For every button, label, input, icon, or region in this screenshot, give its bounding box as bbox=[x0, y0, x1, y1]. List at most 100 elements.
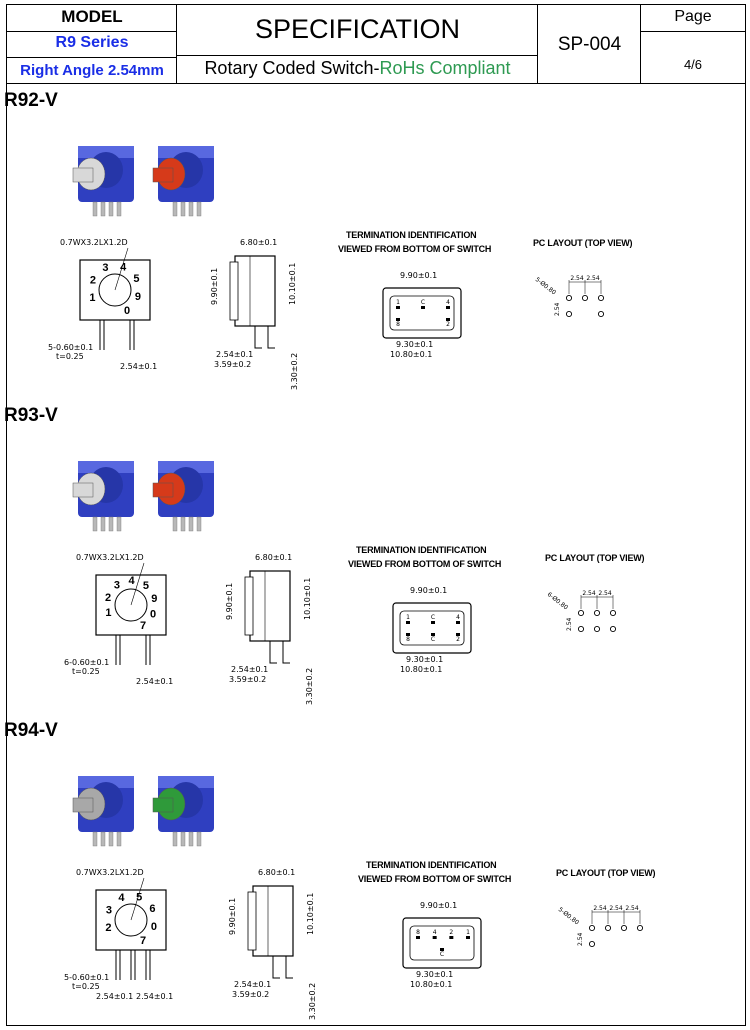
terminal-pin bbox=[196, 516, 202, 532]
pin-label: 1 bbox=[466, 929, 470, 936]
termination-width-mid: 9.30±0.1 bbox=[406, 655, 444, 664]
pc-hole bbox=[565, 310, 573, 318]
pc-hole bbox=[597, 294, 605, 302]
pin-spec: 6-0.60±0.1 bbox=[64, 658, 110, 667]
pc-hole bbox=[593, 609, 601, 617]
knob-shaft bbox=[152, 482, 174, 498]
page-number: 4/6 bbox=[683, 57, 703, 72]
pin-spec: 5-0.60±0.1 bbox=[48, 343, 94, 352]
pc-hole bbox=[588, 924, 596, 932]
pc-hole bbox=[620, 924, 628, 932]
terminal-pin bbox=[100, 516, 106, 532]
dial-digit: 5 bbox=[133, 273, 139, 285]
terminal-pin bbox=[180, 516, 186, 532]
pc-hole-spec: 5-Ø0.80 bbox=[557, 906, 580, 926]
pin-thickness: t=0.25 bbox=[72, 667, 100, 676]
terminal-pin bbox=[180, 831, 186, 847]
pin-label: 4 bbox=[446, 299, 450, 306]
side-lead bbox=[254, 326, 275, 349]
switch-photo bbox=[72, 776, 214, 847]
termination-title: TERMINATION IDENTIFICATION bbox=[366, 860, 497, 870]
side-height-1: 9.90±0.1 bbox=[228, 897, 237, 935]
pc-pitch-label: 2.54 bbox=[598, 590, 612, 597]
side-pitch-2: 3.59±0.2 bbox=[232, 990, 270, 999]
terminal-pin bbox=[188, 831, 194, 847]
title-cell: SPECIFICATION Rotary Coded Switch-RoHs C… bbox=[177, 5, 538, 83]
dial-digit: 7 bbox=[140, 935, 146, 947]
pitch-a: 2.54±0.1 bbox=[120, 362, 158, 371]
knob-shaft bbox=[72, 797, 94, 813]
pin-label: 1 bbox=[406, 614, 410, 621]
side-height-2: 10.10±0.1 bbox=[288, 262, 297, 305]
pc-hole bbox=[604, 924, 612, 932]
knob-shaft bbox=[72, 482, 94, 498]
termination-title: TERMINATION IDENTIFICATION bbox=[346, 230, 477, 240]
dial-digit: 4 bbox=[120, 261, 127, 273]
model-title: R92-V bbox=[4, 90, 58, 111]
side-lead-length: 3.30±0.2 bbox=[290, 352, 299, 390]
pin-thickness: t=0.25 bbox=[56, 352, 84, 361]
terminal-pin bbox=[196, 831, 202, 847]
terminal-pin bbox=[108, 201, 114, 217]
pc-layout-title: PC LAYOUT (TOP VIEW) bbox=[545, 553, 645, 563]
pc-pitch-label: 2.54 bbox=[593, 905, 607, 912]
terminal-pin bbox=[196, 201, 202, 217]
pin-label: 1 bbox=[396, 299, 400, 306]
series-name: R9 Series bbox=[55, 34, 129, 51]
doc-number-cell: SP-004 bbox=[538, 5, 641, 83]
pitch-a: 2.54±0.1 bbox=[136, 677, 174, 686]
pc-hole bbox=[593, 625, 601, 633]
document-subtitle: Rotary Coded Switch-RoHs Compliant bbox=[204, 58, 511, 78]
pc-pitch-label: 2.54 bbox=[609, 905, 623, 912]
pc-hole bbox=[609, 609, 617, 617]
termination-subtitle: VIEWED FROM BOTTOM OF SWITCH bbox=[338, 244, 492, 254]
pin-label: 2 bbox=[446, 321, 450, 328]
dial-spec: 0.7WX3.2LX1.2D bbox=[76, 868, 144, 877]
pc-hole-spec: 6-Ø0.80 bbox=[546, 591, 569, 611]
terminal-pin bbox=[180, 201, 186, 217]
side-outline bbox=[234, 255, 276, 327]
termination-subtitle: VIEWED FROM BOTTOM OF SWITCH bbox=[358, 874, 512, 884]
terminal-pin bbox=[108, 516, 114, 532]
switch-photo bbox=[72, 146, 214, 217]
terminal-pin bbox=[172, 201, 178, 217]
dial-digit: 3 bbox=[114, 580, 120, 592]
side-view-drawing bbox=[247, 885, 294, 979]
model-title: R94-V bbox=[4, 720, 58, 741]
dial-digit: 0 bbox=[150, 608, 156, 620]
dial-digit: 2 bbox=[105, 592, 111, 604]
side-pitch-1: 2.54±0.1 bbox=[216, 350, 254, 359]
dial-digit: 0 bbox=[124, 305, 130, 317]
dial-digit: 4 bbox=[118, 892, 125, 904]
termination-width-mid: 9.30±0.1 bbox=[416, 970, 454, 979]
document-title: SPECIFICATION bbox=[254, 14, 461, 44]
terminal-pin bbox=[172, 831, 178, 847]
terminal-pin bbox=[108, 831, 114, 847]
pc-hole bbox=[565, 294, 573, 302]
dial-digit: 1 bbox=[89, 292, 95, 304]
pc-vertical-pitch: 2.54 bbox=[566, 617, 573, 631]
terminal-pin bbox=[116, 831, 122, 847]
side-lead-length: 3.30±0.2 bbox=[305, 667, 314, 705]
pc-hole bbox=[636, 924, 644, 932]
dial-digit: 5 bbox=[143, 580, 149, 592]
terminal-pin bbox=[92, 201, 98, 217]
pc-hole bbox=[609, 625, 617, 633]
pc-pitch-label: 2.54 bbox=[570, 275, 584, 282]
angle-text: Right Angle 2.54mm bbox=[20, 62, 164, 79]
pitch-b: 2.54±0.1 bbox=[96, 992, 134, 1001]
terminal-pin bbox=[92, 516, 98, 532]
side-view-drawing bbox=[244, 570, 291, 664]
dial-digit: 7 bbox=[140, 620, 146, 632]
pin-label: C bbox=[431, 614, 435, 621]
side-outline bbox=[252, 885, 294, 957]
pc-pitch-label: 2.54 bbox=[582, 590, 596, 597]
pin-label: 2 bbox=[456, 636, 460, 643]
termination-title: TERMINATION IDENTIFICATION bbox=[356, 545, 487, 555]
